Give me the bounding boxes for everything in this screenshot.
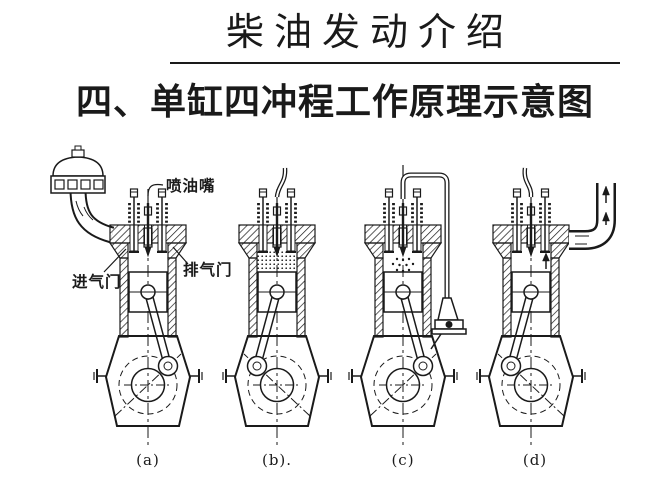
fuel-pipe-loop [400,165,450,298]
engine-diagram-c: (c) [348,165,467,469]
fuel-pipe [274,167,288,198]
engine-label-b: (b). [262,451,292,469]
intake-valve [511,188,523,253]
fuel-injector [272,189,282,258]
air-filter [50,145,106,194]
fuel-injector [143,189,153,258]
label-exhaust-valve: 排气门 [183,260,233,279]
flow-arrows [542,185,610,269]
intake-valve [383,188,395,253]
engine-label-d: (d) [523,451,547,469]
compressed-charge-stipple [257,249,297,271]
piston [128,271,168,313]
exhaust-valve [411,188,423,253]
exhaust-valve [156,188,168,253]
piston [257,271,297,313]
piston [383,271,423,313]
intake-valve [257,188,269,253]
engine-diagram-d: (d) [476,167,616,469]
piston [511,271,551,313]
slide-subtitle: 四、单缸四冲程工作原理示意图 [75,81,594,122]
slide-title: 柴油发动介绍 [225,12,514,54]
engine-diagram-b: (b). [222,167,332,469]
fuel-pipe [522,167,534,198]
exhaust-pipe [569,177,616,250]
title-underline [170,62,620,64]
engine-label-a: (a) [136,451,160,469]
engine-diagram-a: (a) [50,145,203,469]
intake-valve [128,188,140,253]
exhaust-valve [285,188,297,253]
fuel-spray [391,257,415,273]
label-intake-valve: 进气门 [72,272,122,291]
label-injector: 喷油嘴 [166,176,216,195]
injection-pump [430,297,467,350]
engine-label-c: (c) [391,451,414,469]
fuel-injector [398,189,408,258]
exhaust-valve [539,188,551,253]
intake-pipe [69,188,115,244]
fuel-injector [526,189,536,258]
